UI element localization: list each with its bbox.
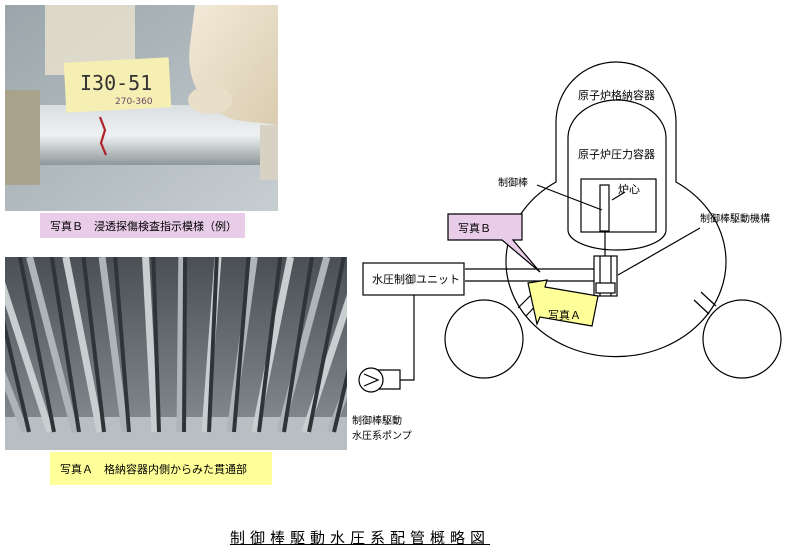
photo-a-rod-dark	[282, 257, 315, 433]
hcu-box	[362, 262, 465, 296]
photo-b: I30-51 270-360	[5, 5, 278, 211]
photo-b-tag-line1: I30-51	[80, 71, 152, 95]
leader-control-rod	[536, 184, 603, 211]
control-rod-label: 制御棒	[498, 176, 528, 189]
photo-a-rod	[5, 281, 54, 434]
callout-b	[447, 213, 541, 273]
callout-a-label: 写真Ａ	[548, 308, 581, 322]
pump-label-line1: 制御棒駆動	[352, 414, 402, 427]
control-rod	[599, 184, 610, 232]
photo-a-rod	[98, 257, 129, 433]
page-title: 制御棒駆動水圧系配管概略図	[229, 529, 490, 547]
containment-label: 原子炉格納容器	[578, 88, 655, 102]
callout-a	[527, 279, 599, 327]
photo-b-caption-text: 写真Ｂ 浸透探傷検査指示模様（例）	[50, 219, 237, 233]
core-label: 炉心	[618, 183, 640, 196]
photo-a-rod-dark	[182, 257, 188, 433]
photo-a-rod	[62, 257, 104, 433]
photo-a-rod-dark	[257, 257, 283, 433]
suppression-chamber-right	[702, 299, 782, 379]
photo-a-rod-dark	[307, 257, 346, 433]
photo-a-rod-dark	[81, 257, 106, 433]
suppression-chamber-left	[444, 299, 524, 379]
photo-a-caption-text: 写真Ａ 格納容器内側からみた貫通部	[60, 462, 247, 476]
photo-b-image: I30-51 270-360	[5, 5, 278, 211]
photo-a-rod-dark	[151, 257, 161, 433]
photo-a-rod	[5, 370, 29, 434]
photo-b-caption: 写真Ｂ 浸透探傷検査指示模様（例）	[40, 213, 245, 238]
photo-a-rod	[26, 257, 79, 433]
photo-a-rod-dark	[207, 257, 219, 433]
hcu-label: 水圧制御ユニット	[372, 272, 460, 286]
photo-b-tag-line2: 270-360	[115, 97, 153, 107]
photo-a-rod-dark	[5, 320, 31, 433]
pump-label-line2: 水圧系ポンプ	[352, 430, 412, 442]
drive-mechanism-label: 制御棒駆動機構	[700, 212, 770, 225]
callout-b-label: 写真Ｂ	[458, 221, 491, 235]
leader-drive-mechanism	[617, 227, 701, 276]
photo-a	[5, 257, 347, 450]
leader-core	[611, 191, 626, 201]
photo-a-caption: 写真Ａ 格納容器内側からみた貫通部	[50, 452, 272, 485]
photo-a-image	[5, 257, 347, 450]
photo-a-rod	[176, 257, 186, 433]
photo-a-rod-dark	[332, 368, 347, 433]
photo-a-rod-dark	[113, 257, 131, 433]
photo-a-rod-dark	[49, 257, 81, 433]
photo-a-rod-dark	[18, 257, 56, 433]
reactor-core	[580, 178, 657, 233]
photo-a-rod-dark	[232, 257, 251, 433]
photo-a-rod	[142, 257, 159, 433]
pressure-vessel-label: 原子炉圧力容器	[578, 147, 655, 161]
photo-a-rods	[5, 257, 347, 434]
